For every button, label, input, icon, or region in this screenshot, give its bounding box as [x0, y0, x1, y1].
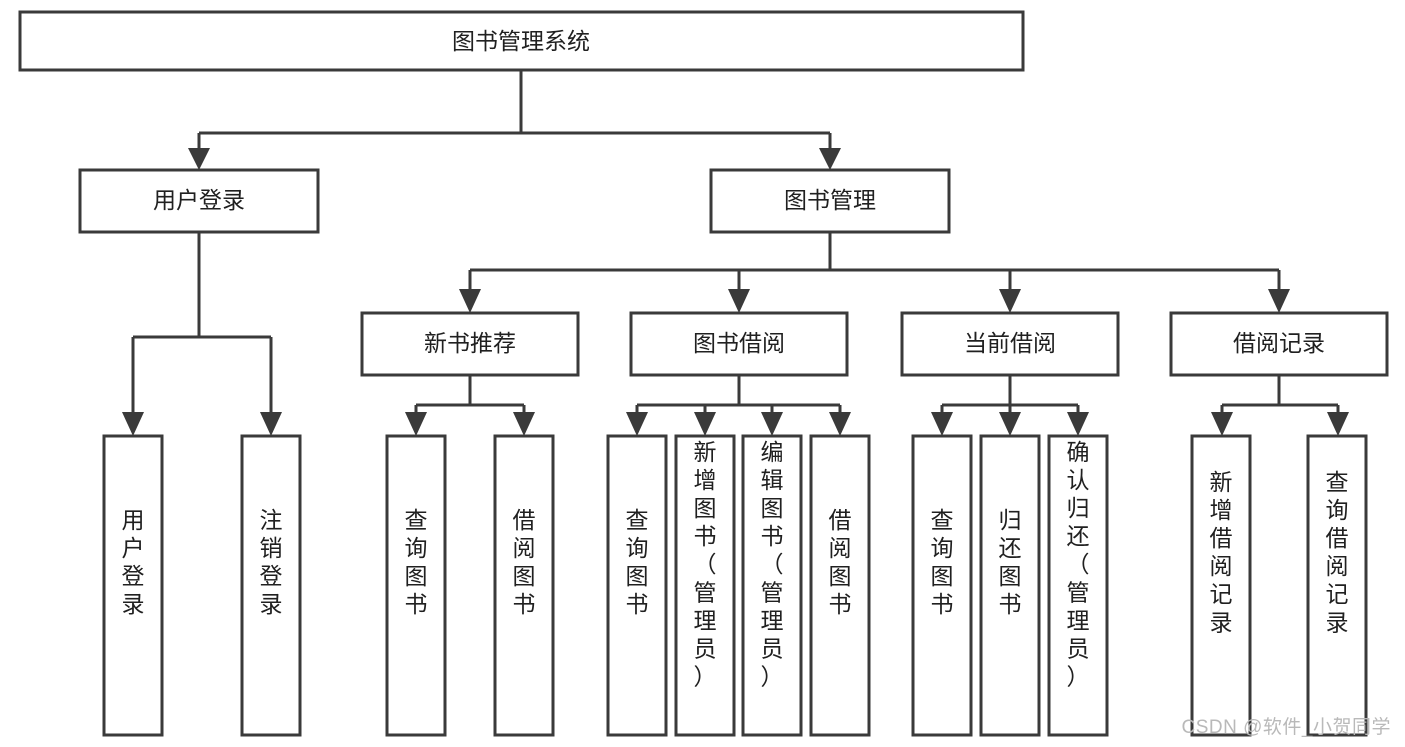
arrow-root-to-bookmgmt	[819, 148, 841, 170]
arrow-to-leaf-query-book-1	[405, 412, 427, 436]
node-leaf-query-book-3-label: 查询图书	[931, 507, 954, 617]
node-leaf-confirm-return-box[interactable]	[1047, 434, 1109, 737]
node-root-box[interactable]	[18, 10, 1025, 72]
node-leaf-add-book-label: 新增图书（管理员）	[694, 439, 717, 689]
node-leaf-add-record[interactable]: 新增借阅记录	[1190, 434, 1252, 737]
node-leaf-borrow-book-2-box[interactable]	[809, 434, 871, 737]
node-leaf-add-book-box[interactable]	[674, 434, 736, 737]
node-root[interactable]: 图书管理系统	[18, 10, 1025, 72]
node-user-login[interactable]: 用户登录	[78, 168, 320, 234]
node-user-login-label: 用户登录	[153, 187, 245, 213]
arrow-to-leaf-edit-book	[761, 412, 783, 436]
node-leaf-user-login[interactable]: 用户登录	[102, 434, 164, 737]
arrow-to-current-borrow	[999, 289, 1021, 313]
node-leaf-borrow-book-1[interactable]: 借阅图书	[493, 434, 555, 737]
node-borrow-record-label: 借阅记录	[1233, 330, 1325, 356]
node-new-book-recommend-label: 新书推荐	[424, 330, 516, 356]
node-leaf-logout-login-label: 注销登录	[260, 507, 283, 617]
csdn-watermark: CSDN @软件_小贺同学	[1181, 717, 1391, 738]
node-leaf-query-record-label: 查询借阅记录	[1326, 469, 1349, 635]
node-leaf-user-login-label: 用户登录	[122, 507, 145, 617]
node-leaf-edit-book[interactable]: 编辑图书（管理员）	[741, 434, 803, 737]
arrow-to-book-borrow	[728, 289, 750, 313]
node-borrow-record-box[interactable]	[1169, 311, 1389, 377]
arrow-to-new-book-recommend	[459, 289, 481, 313]
node-book-management-box[interactable]	[709, 168, 951, 234]
connector-layer	[122, 70, 1349, 436]
node-leaf-return-book[interactable]: 归还图书	[979, 434, 1041, 737]
node-root-label: 图书管理系统	[452, 28, 590, 54]
node-book-borrow-box[interactable]	[629, 311, 849, 377]
node-leaf-logout-login-box[interactable]	[240, 434, 302, 737]
node-borrow-record[interactable]: 借阅记录	[1169, 311, 1389, 377]
arrow-to-leaf-borrow-book-2	[829, 412, 851, 436]
node-leaf-return-book-label: 归还图书	[999, 507, 1022, 617]
arrow-to-leaf-add-record	[1211, 412, 1233, 436]
node-leaf-return-book-box[interactable]	[979, 434, 1041, 737]
arrow-to-borrow-record	[1268, 289, 1290, 313]
arrow-to-leaf-query-record	[1327, 412, 1349, 436]
arrow-to-leaf-query-book-3	[931, 412, 953, 436]
node-leaf-add-record-label: 新增借阅记录	[1210, 469, 1233, 635]
node-current-borrow[interactable]: 当前借阅	[900, 311, 1120, 377]
node-leaf-add-book[interactable]: 新增图书（管理员）	[674, 434, 736, 737]
node-new-book-recommend-box[interactable]	[360, 311, 580, 377]
node-leaf-query-record[interactable]: 查询借阅记录	[1306, 434, 1368, 737]
node-leaf-confirm-return[interactable]: 确认归还（管理员）	[1047, 434, 1109, 737]
node-book-borrow[interactable]: 图书借阅	[629, 311, 849, 377]
arrow-to-leaf-query-book-2	[626, 412, 648, 436]
node-leaf-edit-book-label: 编辑图书（管理员）	[761, 439, 784, 689]
node-leaf-query-book-1-label: 查询图书	[405, 507, 428, 617]
node-book-borrow-label: 图书借阅	[693, 330, 785, 356]
node-leaf-edit-book-box[interactable]	[741, 434, 803, 737]
arrow-to-leaf-confirm-return	[1067, 412, 1089, 436]
node-leaf-add-record-box[interactable]	[1190, 434, 1252, 737]
node-leaf-user-login-box[interactable]	[102, 434, 164, 737]
node-leaf-logout-login[interactable]: 注销登录	[240, 434, 302, 737]
node-leaf-query-book-1-box[interactable]	[385, 434, 447, 737]
node-leaf-borrow-book-1-box[interactable]	[493, 434, 555, 737]
arrow-to-leaf-return-book	[999, 412, 1021, 436]
node-book-management-label: 图书管理	[784, 187, 876, 213]
arrow-to-leaf-borrow-book-1	[513, 412, 535, 436]
node-user-login-box[interactable]	[78, 168, 320, 234]
node-current-borrow-box[interactable]	[900, 311, 1120, 377]
arrow-to-leaf-add-book	[694, 412, 716, 436]
arrow-to-leaf-logout-login	[260, 412, 282, 436]
node-leaf-borrow-book-1-label: 借阅图书	[513, 507, 536, 617]
node-leaf-confirm-return-label: 确认归还（管理员）	[1067, 439, 1090, 689]
node-leaf-query-book-3[interactable]: 查询图书	[911, 434, 973, 737]
node-book-management[interactable]: 图书管理	[709, 168, 951, 234]
node-current-borrow-label: 当前借阅	[964, 330, 1056, 356]
node-leaf-query-book-2-box[interactable]	[606, 434, 668, 737]
node-leaf-borrow-book-2[interactable]: 借阅图书	[809, 434, 871, 737]
arrow-to-leaf-user-login	[122, 412, 144, 436]
arrow-root-to-userlogin	[188, 148, 210, 170]
node-leaf-query-record-box[interactable]	[1306, 434, 1368, 737]
node-new-book-recommend[interactable]: 新书推荐	[360, 311, 580, 377]
node-leaf-borrow-book-2-label: 借阅图书	[829, 507, 852, 617]
node-leaf-query-book-2-label: 查询图书	[626, 507, 649, 617]
node-leaf-query-book-2[interactable]: 查询图书	[606, 434, 668, 737]
node-leaf-query-book-1[interactable]: 查询图书	[385, 434, 447, 737]
node-leaf-query-book-3-box[interactable]	[911, 434, 973, 737]
